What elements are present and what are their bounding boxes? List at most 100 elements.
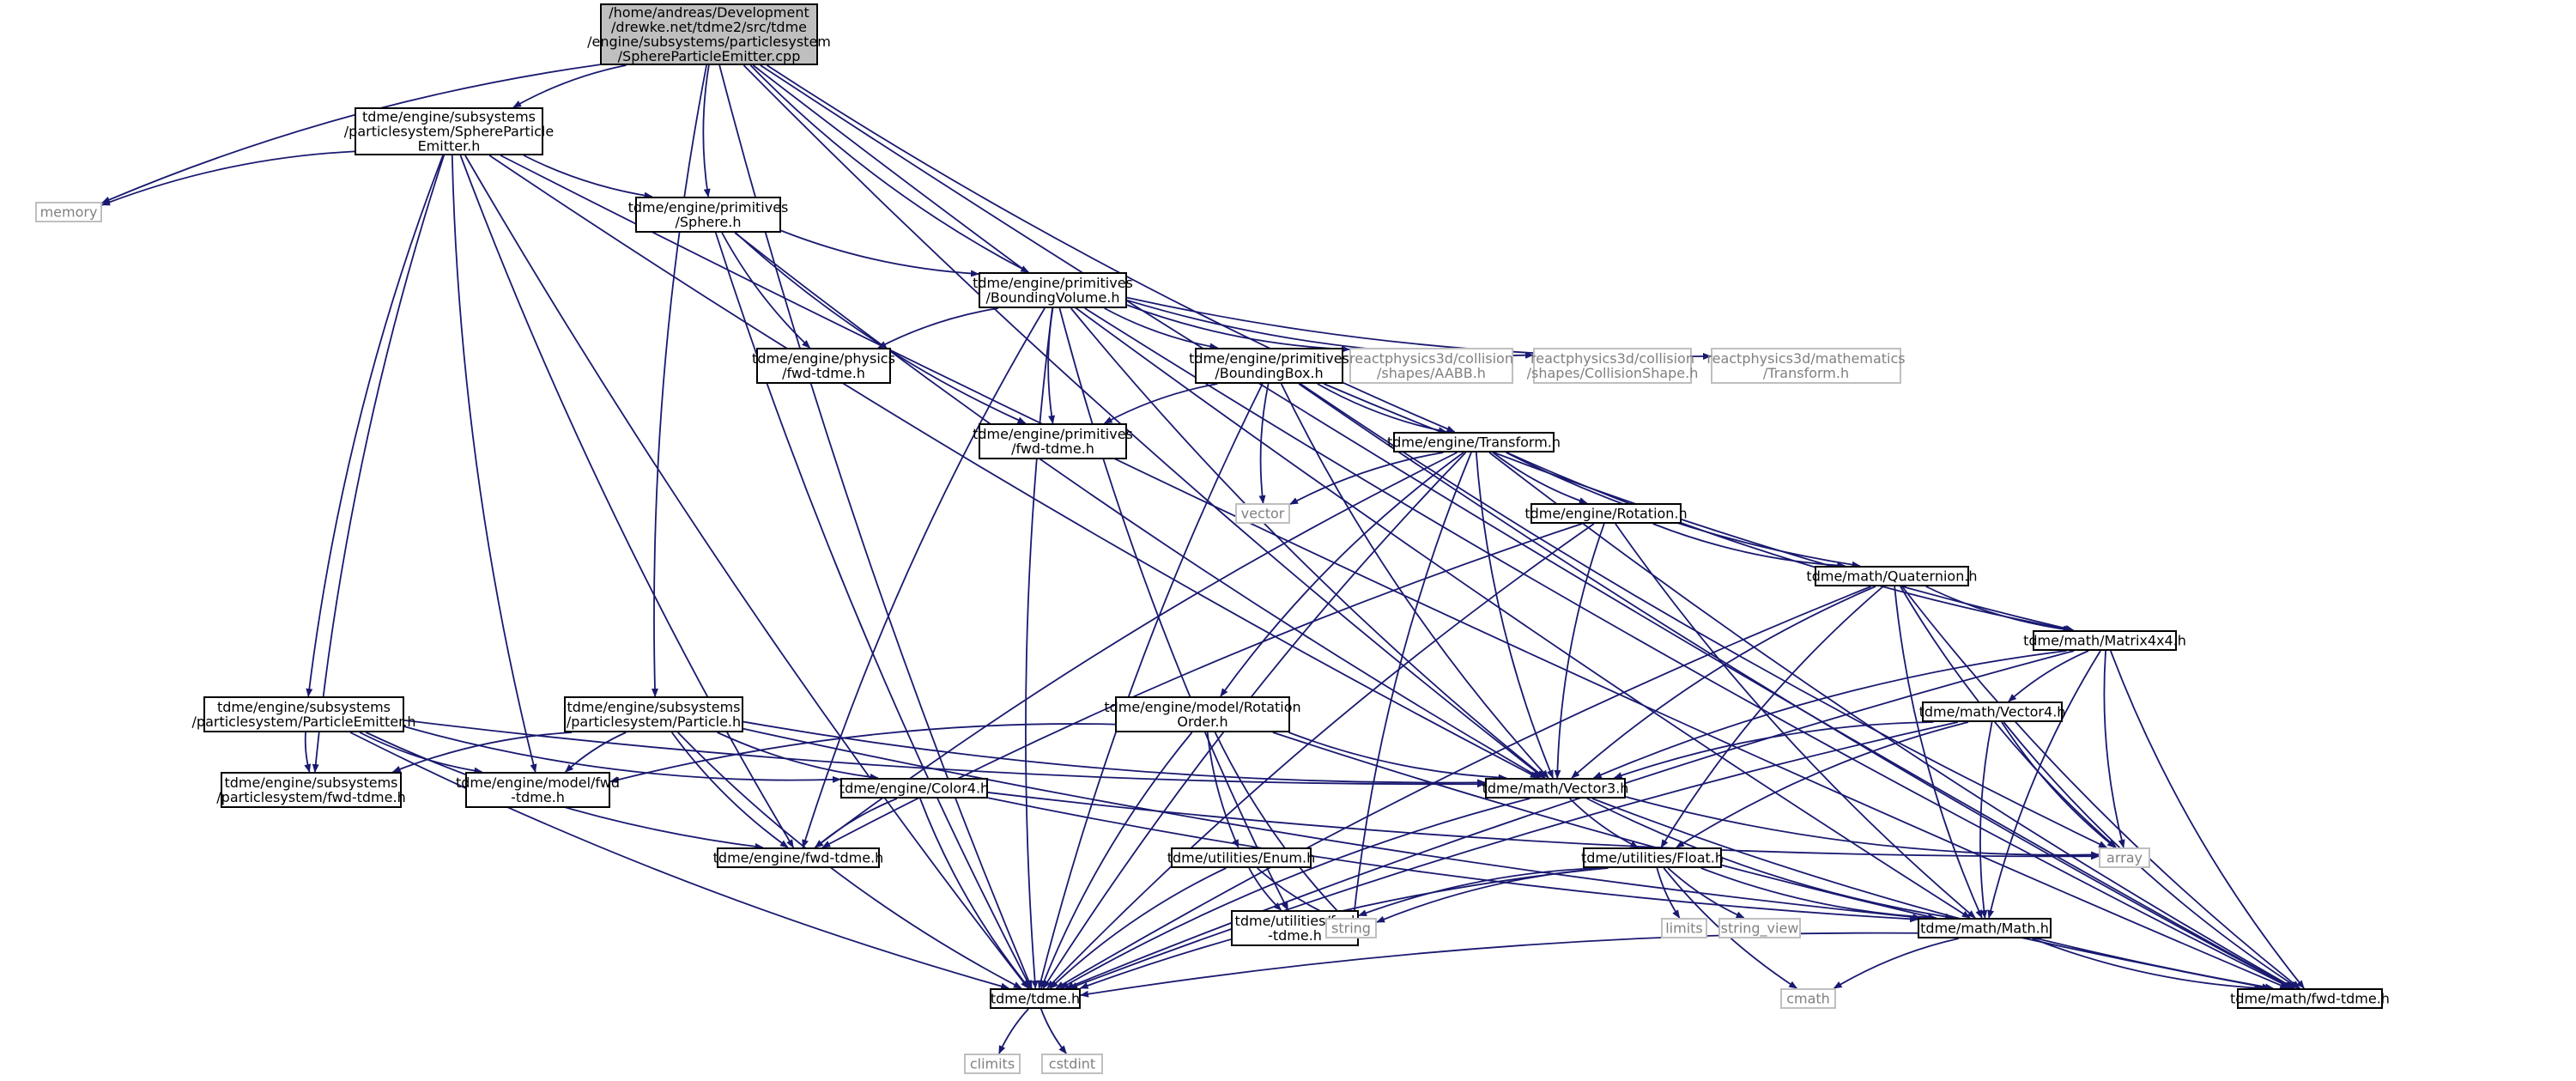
node-label-line: tdme/engine/subsystems — [217, 699, 391, 715]
node-box-rotation_h — [1530, 503, 1682, 524]
edge-rotation_h-to-quat_h — [1652, 523, 1846, 569]
edge-float_h-to-string_view — [1667, 867, 1745, 919]
node-engine_fwd[interactable]: tdme/engine/fwd-tdme.h — [713, 847, 884, 868]
node-label-line: tdme/engine/primitives — [973, 275, 1133, 291]
edge-particle_h-to-ps_fwd — [391, 732, 573, 773]
node-label-line: tdme/engine/primitives — [1189, 350, 1349, 367]
node-label-line: limits — [1665, 920, 1703, 937]
edge-ro_h-to-string — [1214, 732, 1345, 919]
node-label-line: /shapes/CollisionShape.h — [1527, 365, 1699, 381]
node-box-spe_h — [355, 107, 543, 155]
node-box-root — [600, 3, 818, 65]
edge-root-to-bv_h — [749, 64, 1030, 273]
node-box-vector — [1235, 503, 1290, 524]
edge-quat_h-to-float_h — [1660, 586, 1884, 848]
node-quat_h[interactable]: tdme/math/Quaternion.h — [1806, 566, 1978, 586]
node-label-line: /Sphere.h — [676, 214, 742, 230]
node-climits: climits — [964, 1054, 1021, 1074]
edge-pe_h-to-ps_fwd — [304, 732, 312, 773]
node-label-line: tdme/math/Vector3.h — [1482, 780, 1629, 797]
edge-spe_h-to-memory — [101, 150, 355, 206]
node-tdme_h[interactable]: tdme/tdme.h — [990, 988, 1081, 1009]
node-label-line: reactphysics3d/collision — [1530, 350, 1694, 367]
edge-quat_h-to-mat_h — [1925, 586, 2072, 633]
node-label-line: memory — [40, 204, 98, 221]
edge-ro_h-to-vec3_h — [1288, 732, 1507, 781]
node-transform_h[interactable]: tdme/engine/Transform.h — [1387, 432, 1561, 452]
edge-quat_h-to-vec3_h — [1571, 586, 1876, 779]
node-box-rp_cs — [1533, 348, 1692, 384]
edge-root-to-vec3_h — [742, 64, 1545, 779]
edge-root-to-particle_h — [651, 64, 707, 697]
node-box-phys_fwd — [756, 348, 891, 384]
node-rp_tr: reactphysics3d/mathematics/Transform.h — [1706, 348, 1906, 384]
edge-mat_h-to-tdme_h — [1064, 650, 2075, 989]
edge-pe_h-to-tdme_h — [349, 732, 1010, 990]
edge-bv_h-to-vec3_h — [1070, 307, 1546, 779]
node-phys_fwd[interactable]: tdme/engine/physics/fwd-tdme.h — [752, 348, 895, 384]
edge-particle_h-to-color4_h — [717, 732, 879, 780]
node-label-line: tdme/engine/Transform.h — [1387, 434, 1561, 451]
edge-bv_h-to-phys_fwd — [877, 307, 998, 349]
node-label-line: /drewke.net/tdme2/src/tdme — [611, 19, 807, 35]
edge-particle_h-to-vec3_h — [742, 720, 1486, 786]
edge-bv_h-to-tdme_h — [1025, 307, 1053, 989]
node-mat_h[interactable]: tdme/math/Matrix4x4.h — [2023, 630, 2186, 651]
edge-math_h-to-cmath — [1833, 938, 1960, 989]
edge-bb_h-to-mat_h — [1324, 383, 2075, 632]
node-particle_h[interactable]: tdme/engine/subsystems/particlesystem/Pa… — [564, 696, 743, 732]
node-enum_h[interactable]: tdme/utilities/Enum.h — [1167, 847, 1316, 868]
node-math_h[interactable]: tdme/math/Math.h — [1918, 918, 2052, 938]
node-label-line: /BoundingVolume.h — [985, 289, 1119, 306]
node-prim_fwd[interactable]: tdme/engine/primitives/fwd-tdme.h — [973, 423, 1133, 459]
node-spe_h[interactable]: tdme/engine/subsystems/particlesystem/Sp… — [344, 107, 554, 155]
node-label-line: /BoundingBox.h — [1215, 365, 1323, 381]
node-float_h[interactable]: tdme/utilities/Float.h — [1581, 847, 1724, 868]
node-cstdint: cstdint — [1041, 1054, 1103, 1074]
node-rp_aabb: reactphysics3d/collision/shapes/AABB.h — [1349, 348, 1513, 384]
edge-ro_h-to-math_fwd — [1272, 732, 2271, 991]
node-label-line: tdme/engine/model/Rotation — [1104, 699, 1300, 715]
edge-bv_h-to-rp_aabb — [1126, 304, 1350, 353]
node-label-line: Order.h — [1177, 714, 1227, 730]
node-label-line: string_view — [1721, 920, 1799, 938]
node-label-line: -tdme.h — [511, 789, 565, 805]
node-box-cstdint — [1041, 1054, 1103, 1074]
edge-tdme_h-to-climits — [998, 1008, 1029, 1054]
node-root[interactable]: /home/andreas/Development/drewke.net/tdm… — [587, 3, 831, 65]
edge-tdme_h-to-cstdint — [1039, 1008, 1067, 1054]
edge-sphere_h-to-vec3_h — [734, 232, 1542, 779]
node-label-line: tdme/utilities/fwd — [1235, 913, 1355, 929]
node-label-line: tdme/engine/physics — [752, 350, 895, 367]
node-vec3_h[interactable]: tdme/math/Vector3.h — [1482, 778, 1629, 799]
edge-vec4_h-to-array — [2001, 721, 2116, 848]
node-label-line: tdme/math/Quaternion.h — [1806, 568, 1977, 585]
edge-sphere_h-to-prim_fwd — [735, 232, 1027, 424]
node-label-line: Emitter.h — [418, 138, 481, 155]
node-vec4_h[interactable]: tdme/math/Vector4.h — [1919, 701, 2066, 722]
node-bb_h[interactable]: tdme/engine/primitives/BoundingBox.h — [1189, 348, 1349, 384]
node-color4_h[interactable]: tdme/engine/Color4.h — [839, 778, 989, 799]
node-rotation_h[interactable]: tdme/engine/Rotation.h — [1524, 503, 1688, 524]
edge-color4_h-to-array — [987, 792, 2100, 860]
node-sphere_h[interactable]: tdme/engine/primitives/Sphere.h — [628, 197, 789, 233]
edge-ro_h-to-tdme_h — [1040, 732, 1193, 989]
node-label-line: string — [1331, 920, 1371, 937]
node-array: array — [2099, 847, 2150, 868]
edge-rotation_h-to-math_h — [1615, 523, 1976, 919]
node-pe_h[interactable]: tdme/engine/subsystems/particlesystem/Pa… — [192, 696, 416, 732]
node-string: string — [1325, 918, 1377, 938]
node-ps_fwd[interactable]: tdme/engine/subsystems/particlesystem/fw… — [216, 772, 406, 808]
edge-vec4_h-to-math_h — [1979, 721, 1993, 919]
node-bv_h[interactable]: tdme/engine/primitives/BoundingVolume.h — [973, 272, 1133, 308]
edge-mat_h-to-array — [2103, 650, 2125, 848]
node-box-mat_h — [2033, 630, 2177, 651]
node-model_fwd[interactable]: tdme/engine/model/fwd-tdme.h — [456, 772, 620, 808]
node-util_fwd[interactable]: tdme/utilities/fwd-tdme.h — [1231, 910, 1359, 946]
node-label-line: /particlesystem/SphereParticle — [344, 124, 554, 140]
node-label-line: /particlesystem/fwd-tdme.h — [216, 789, 405, 805]
edge-vec3_h-to-math_h — [1586, 798, 1955, 920]
edge-vec3_h-to-tdme_h — [1059, 798, 1530, 989]
node-math_fwd[interactable]: tdme/math/fwd-tdme.h — [2230, 988, 2390, 1009]
